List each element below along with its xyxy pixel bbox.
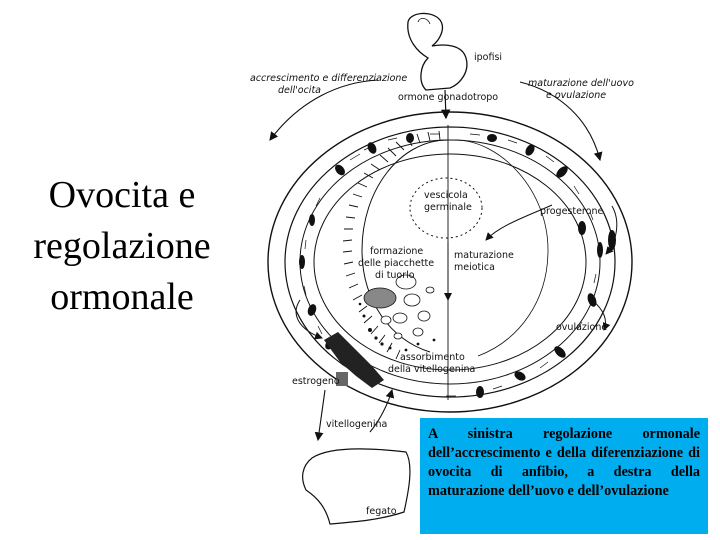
label-fegato: fegato [366, 506, 397, 517]
label-estrogeno: estrogeno [292, 376, 340, 387]
label-accrescimento-line1: accrescimento e differenziazione [250, 73, 407, 84]
label-progesterone: progesterone [540, 206, 603, 217]
label-assorbimento-line2: della vitellogenina [388, 364, 475, 375]
label-maturazione-uovo-line2: e ovulazione [546, 90, 606, 101]
label-formazione-line1: formazione [370, 246, 423, 257]
pituitary-gland-shape [408, 13, 467, 90]
label-maturazione-uovo-line1: maturazione dell'uovo [528, 78, 634, 89]
label-assorbimento-line1: assorbimento [400, 352, 465, 363]
label-accrescimento-line2: dell'ocita [278, 85, 321, 96]
label-maturazione-meiotica-line1: maturazione [454, 250, 514, 261]
label-maturazione-meiotica-line2: meiotica [454, 262, 495, 273]
label-formazione-line3: di tuorlo [375, 270, 415, 281]
oocyte-microvilli [343, 131, 440, 359]
label-formazione-line2: delle piacchette [358, 258, 434, 269]
caption-box: A sinistra regolazione ormonale dell’acc… [420, 418, 708, 534]
label-vescicola-line1: vescicola [424, 190, 468, 201]
label-ovulazione: ovulazione [556, 322, 607, 333]
label-vitellogenina: vitellogenina [326, 419, 387, 430]
label-vescicola-line2: germinale [424, 202, 472, 213]
label-ipofisi: ipofisi [474, 52, 502, 63]
label-ormone-gonadotropo: ormone gonadotropo [398, 92, 498, 103]
